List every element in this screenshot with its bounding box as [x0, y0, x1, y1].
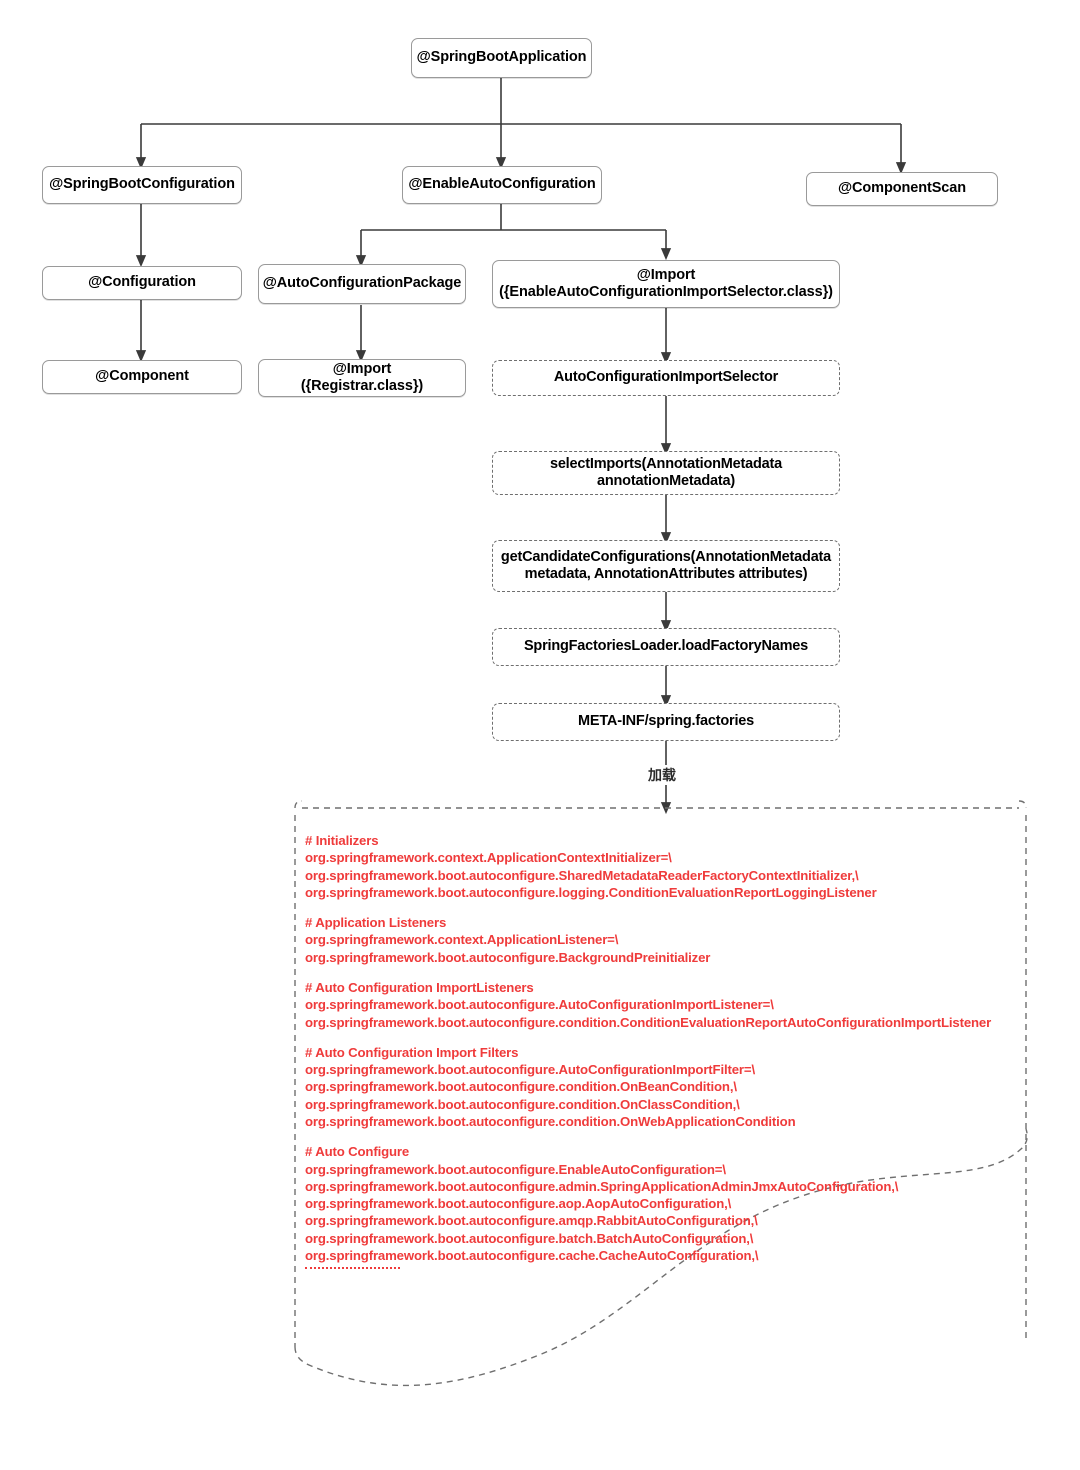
- factories-line: org.springframework.boot.autoconfigure.a…: [305, 1196, 732, 1212]
- factories-comment: # Auto Configure: [305, 1144, 410, 1160]
- node-autoconfigurationimportselector[interactable]: AutoConfigurationImportSelector: [492, 360, 840, 396]
- node-import-registrar[interactable]: @Import ({Registrar.class}): [258, 359, 466, 397]
- node-label: META-INF/spring.factories: [578, 713, 754, 730]
- factories-line: org.springframework.boot.autoconfigure.A…: [305, 1062, 755, 1078]
- factories-line: org.springframework.boot.autoconfigure.E…: [305, 1161, 726, 1177]
- node-label: @AutoConfigurationPackage: [262, 275, 462, 292]
- factories-spacer: [305, 966, 1021, 979]
- node-label: @Configuration: [88, 274, 196, 291]
- factories-comment: # Auto Configuration Import Filters: [305, 1044, 519, 1060]
- node-configuration[interactable]: @Configuration: [42, 266, 242, 300]
- factories-line: org.springframework.boot.autoconfigure.a…: [305, 1213, 758, 1229]
- factories-line: org.springframework.context.ApplicationC…: [305, 850, 672, 866]
- node-autoconfigurationpackage[interactable]: @AutoConfigurationPackage: [258, 264, 466, 304]
- node-import-enableautoconfigurationimportselector[interactable]: @Import ({EnableAutoConfigurationImportS…: [492, 260, 840, 308]
- factories-line: org.springframework.context.ApplicationL…: [305, 932, 619, 948]
- factories-comment: # Application Listeners: [305, 915, 447, 931]
- node-getcandidateconfigurations[interactable]: getCandidateConfigurations(AnnotationMet…: [492, 540, 840, 592]
- spring-factories-container: # Initializers org.springframework.contex…: [295, 808, 1026, 1415]
- factories-line: org.springframework.boot.autoconfigure.S…: [305, 867, 859, 883]
- factories-line: org.springframework.boot.autoconfigure.c…: [305, 1014, 992, 1030]
- node-label: @SpringBootConfiguration: [49, 176, 235, 193]
- node-label: getCandidateConfigurations(AnnotationMet…: [500, 548, 832, 582]
- factories-spacer: [305, 901, 1021, 914]
- node-label: @Import ({Registrar.class}): [300, 360, 424, 394]
- node-label: @SpringBootApplication: [416, 49, 587, 66]
- node-label: @Import ({EnableAutoConfigurationImportS…: [499, 266, 833, 300]
- factories-spacer: [305, 1031, 1021, 1044]
- node-meta-inf-spring-factories[interactable]: META-INF/spring.factories: [492, 703, 840, 741]
- node-label: selectImports(AnnotationMetadata annotat…: [549, 455, 783, 489]
- factories-line: org.springframework.boot.autoconfigure.b…: [305, 1230, 754, 1246]
- node-enableautoconfiguration[interactable]: @EnableAutoConfiguration: [402, 166, 602, 204]
- factories-line: org.springframework.boot.autoconfigure.A…: [305, 997, 774, 1013]
- node-springfactoriesloader[interactable]: SpringFactoriesLoader.loadFactoryNames: [492, 628, 840, 666]
- node-label: @ComponentScan: [838, 180, 966, 197]
- factories-line: org.springframework.boot.autoconfigure.c…: [305, 1079, 737, 1095]
- factories-line: org.springframework.boot.autoconfigure.c…: [305, 1113, 796, 1129]
- spring-factories-content: # Initializers org.springframework.contex…: [305, 832, 1021, 1270]
- node-springbootconfiguration[interactable]: @SpringBootConfiguration: [42, 166, 242, 204]
- node-component[interactable]: @Component: [42, 360, 242, 394]
- factories-line: org.springframework.boot.autoconfigure.l…: [305, 884, 877, 900]
- node-label: @EnableAutoConfiguration: [408, 176, 596, 193]
- factories-line: org.springframework.boot.autoconfigure.c…: [305, 1096, 740, 1112]
- factories-line: org.springframework.boot.autoconfigure.c…: [305, 1247, 759, 1263]
- factories-ellipsis: [305, 1267, 400, 1270]
- factories-comment: # Initializers: [305, 833, 379, 848]
- factories-line: org.springframework.boot.autoconfigure.a…: [305, 1178, 899, 1194]
- node-springbootapplication[interactable]: @SpringBootApplication: [411, 38, 592, 78]
- node-label: SpringFactoriesLoader.loadFactoryNames: [523, 638, 809, 655]
- edge-label-load: 加载: [645, 765, 679, 785]
- factories-spacer: [305, 1130, 1021, 1143]
- node-selectimports[interactable]: selectImports(AnnotationMetadata annotat…: [492, 451, 840, 495]
- factories-comment: # Auto Configuration ImportListeners: [305, 979, 534, 995]
- node-componentscan[interactable]: @ComponentScan: [806, 172, 998, 206]
- node-label: AutoConfigurationImportSelector: [553, 369, 779, 386]
- node-label: @Component: [95, 368, 189, 385]
- factories-line: org.springframework.boot.autoconfigure.B…: [305, 949, 711, 965]
